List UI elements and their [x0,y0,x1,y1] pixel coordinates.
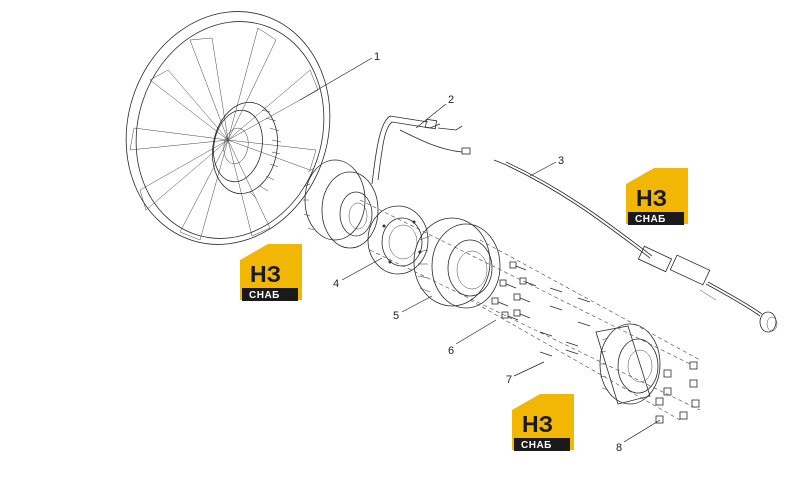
callout-1: 1 [374,51,380,63]
fan-clutch [303,159,379,249]
watermark-logo-bottom: НЗ СНАБ [512,394,574,451]
pulley [413,217,501,309]
logo-text-snab: СНАБ [635,214,666,225]
adapter-plate [367,205,429,275]
bolts-and-studs [491,261,591,357]
nuts [655,361,700,424]
callout-5: 5 [393,310,399,322]
logo-text-snab: СНАБ [249,290,280,301]
fan-assembly [125,11,331,245]
callout-6: 6 [448,345,454,357]
sensor-cable [493,159,778,333]
callout-7: 7 [506,374,512,386]
sensor-harness [371,115,471,185]
logo-text-h3: НЗ [522,411,553,437]
leader-lines [299,57,661,443]
watermark-logo-right: НЗ СНАБ [626,168,688,225]
watermark-logo-left: НЗ СНАБ [240,244,302,301]
logo-text-h3: НЗ [636,185,667,211]
callout-4: 4 [333,278,339,290]
callout-2: 2 [448,94,454,106]
callout-3: 3 [558,155,564,167]
logo-text-h3: НЗ [250,261,281,287]
callout-8: 8 [616,442,622,454]
callout-labels: 1 2 3 4 5 6 7 8 [333,51,622,454]
assembly-axes [359,199,701,421]
logo-text-snab: СНАБ [521,440,552,451]
